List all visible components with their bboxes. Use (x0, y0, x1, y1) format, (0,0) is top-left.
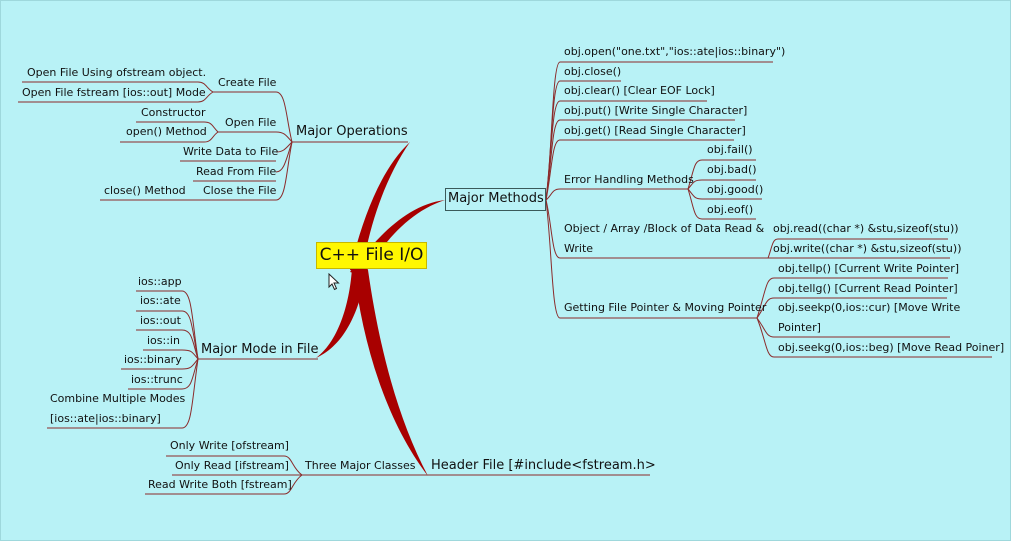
node-open-file-item[interactable]: open() Method (126, 125, 207, 138)
method-item[interactable]: obj.close() (564, 65, 622, 78)
mode-combine-line2[interactable]: [ios::ate|ios::binary] (50, 412, 161, 425)
file-pointer-item[interactable]: obj.seekg(0,ios::beg) [Move Read Poiner] (778, 341, 1005, 354)
root-node[interactable]: C++ File I/O (316, 242, 427, 269)
file-pointer-item[interactable]: obj.tellp() [Current Write Pointer] (778, 262, 960, 275)
node-create-file-item[interactable]: Open File fstream [ios::out] Mode (22, 86, 206, 99)
node-error-handling[interactable]: Error Handling Methods (564, 173, 694, 186)
mouse-pointer-icon (328, 272, 340, 295)
node-close-file[interactable]: Close the File (203, 184, 277, 197)
class-item[interactable]: Only Read [ifstream] (175, 459, 289, 472)
node-block-rw-line2[interactable]: Write (564, 242, 594, 255)
method-item[interactable]: obj.clear() [Clear EOF Lock] (564, 84, 715, 97)
method-item[interactable]: obj.put() [Write Single Character] (564, 104, 748, 117)
file-pointer-item[interactable]: obj.tellg() [Current Read Pointer] (778, 282, 958, 295)
node-major-operations[interactable]: Major Operations (296, 124, 408, 139)
node-major-mode[interactable]: Major Mode in File (201, 342, 319, 357)
block-rw-item[interactable]: obj.read((char *) &stu,sizeof(stu)) (773, 222, 959, 235)
mode-item[interactable]: ios::trunc (131, 373, 183, 386)
node-open-file-item[interactable]: Constructor (141, 106, 206, 119)
node-block-rw-line1[interactable]: Object / Array /Block of Data Read & (564, 222, 765, 235)
node-open-file[interactable]: Open File (225, 116, 277, 129)
error-method-item[interactable]: obj.bad() (707, 163, 757, 176)
branch-major-mode (316, 268, 366, 358)
mode-item[interactable]: ios::app (138, 275, 182, 288)
branch-header-file (354, 270, 428, 476)
mode-combine-line1[interactable]: Combine Multiple Modes (50, 392, 186, 405)
class-item[interactable]: Only Write [ofstream] (170, 439, 289, 452)
node-close-file-item[interactable]: close() Method (104, 184, 186, 197)
node-major-methods[interactable]: Major Methods (448, 191, 544, 206)
error-method-item[interactable]: obj.eof() (707, 203, 754, 216)
node-write-data[interactable]: Write Data to File (183, 145, 279, 158)
file-pointer-item-cont[interactable]: Pointer] (778, 321, 821, 334)
node-create-file[interactable]: Create File (218, 76, 277, 89)
block-rw-item[interactable]: obj.write((char *) &stu,sizeof(stu)) (773, 242, 962, 255)
method-item[interactable]: obj.open("one.txt","ios::ate|ios::binary… (564, 45, 786, 58)
node-file-pointer[interactable]: Getting File Pointer & Moving Pointer (564, 301, 767, 314)
node-create-file-item[interactable]: Open File Using ofstream object. (27, 66, 207, 79)
error-method-item[interactable]: obj.fail() (707, 143, 753, 156)
mode-item[interactable]: ios::in (147, 334, 180, 347)
method-item[interactable]: obj.get() [Read Single Character] (564, 124, 746, 137)
class-item[interactable]: Read Write Both [fstream] (148, 478, 292, 491)
node-major-methods-box (445, 188, 546, 211)
mode-item[interactable]: ios::out (140, 314, 181, 327)
branch-major-operations (350, 142, 410, 274)
mode-item[interactable]: ios::ate (140, 294, 181, 307)
mode-item[interactable]: ios::binary (124, 353, 182, 366)
node-read-file[interactable]: Read From File (196, 165, 277, 178)
node-header-file[interactable]: Header File [#include<fstream.h> (431, 458, 656, 473)
file-pointer-item[interactable]: obj.seekp(0,ios::cur) [Move Write (778, 301, 961, 314)
error-method-item[interactable]: obj.good() (707, 183, 764, 196)
node-three-classes[interactable]: Three Major Classes (305, 459, 416, 472)
